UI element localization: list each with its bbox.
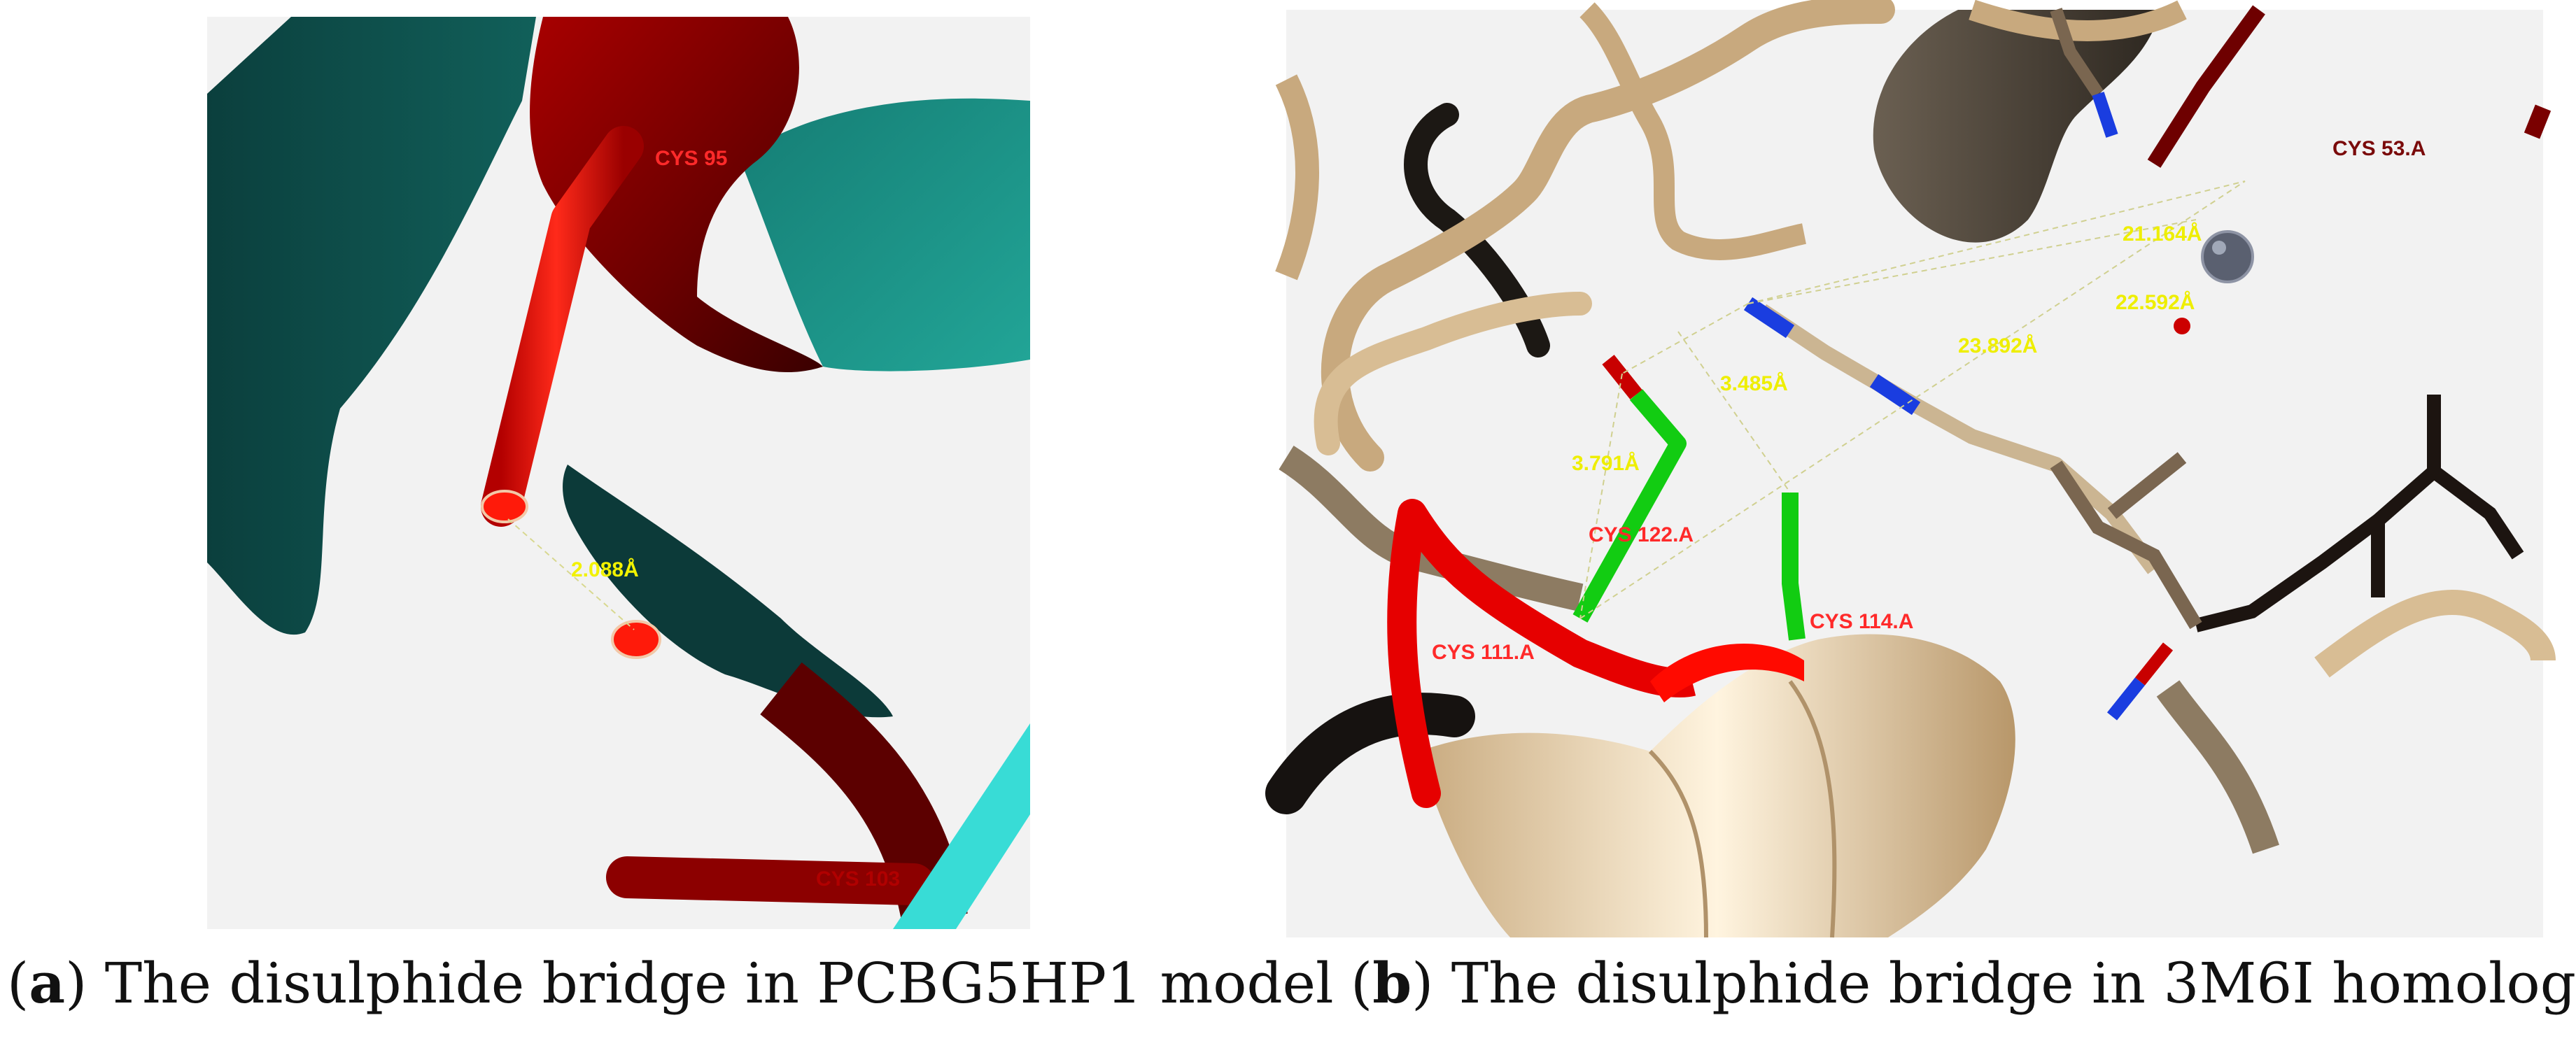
red-helix-band (1650, 644, 1804, 702)
distance-lines-b (1579, 180, 2246, 619)
caption-b-tag: b (1372, 950, 1412, 1016)
tan-coil-2 (1314, 292, 1592, 455)
teal-ribbon-middle (563, 465, 893, 718)
label-distance-21: 21.164Å (2123, 222, 2202, 246)
cys95-stick (481, 126, 644, 527)
label-distance-22: 22.592Å (2116, 291, 2195, 314)
caption-a-tag: a (29, 950, 66, 1016)
ligand-sticks (2194, 395, 2524, 632)
tan-coil-3 (1579, 2, 1807, 260)
label-cys-114: CYS 114.A (1810, 610, 1913, 633)
tan-coil-4 (1275, 74, 1319, 281)
panel-a-molecule-view: CYS 95 CYS 103 2.088Å (207, 17, 1030, 929)
tan-coil-1 (1321, 0, 1895, 472)
nitrogen-1 (1743, 297, 1795, 339)
panel-b-molecule-view: CYS 53.A 21.164Å 22.592Å 23.892Å 3.485Å … (1265, 0, 2556, 938)
panel-b-render: CYS 53.A 21.164Å 22.592Å 23.892Å 3.485Å … (1265, 0, 2556, 938)
label-cys-122: CYS 122.A (1589, 523, 1694, 546)
metal-ion-sphere (2201, 230, 2254, 283)
tan-coil-right (2314, 590, 2556, 678)
caption-b-text: The disulphide bridge in 3M6I homolog (1433, 951, 2576, 1016)
cys114-stick (1782, 493, 1806, 641)
cys53-stick (2147, 5, 2265, 168)
label-cys-111: CYS 111.A (1432, 641, 1535, 664)
label-distance-23: 23.892Å (1958, 334, 2037, 357)
panel-a-render: CYS 95 CYS 103 2.088Å (207, 17, 1030, 929)
teal-ribbon-left (207, 17, 536, 635)
label-distance-3485: 3.485Å (1720, 372, 1788, 395)
cys111-coil (1387, 499, 1441, 808)
caption-a-text: The disulphide bridge in PCBG5HP1 model (87, 951, 1334, 1016)
label-cys-95: CYS 95 (655, 147, 727, 170)
ligand-sticks-2 (2050, 452, 2202, 630)
tan-helix (1419, 634, 2015, 937)
cys103-tube-bottom (606, 856, 935, 905)
dark-helix (1873, 10, 2161, 243)
brown-tube-right (2156, 680, 2279, 854)
label-cys-53: CYS 53.A (2332, 137, 2426, 160)
caption-a: (a) The disulphide bridge in PCBG5HP1 mo… (7, 950, 1334, 1016)
label-distance-3791: 3.791Å (1572, 452, 1640, 475)
nitrogen-3 (2106, 677, 2146, 721)
label-distance-a: 2.088Å (571, 558, 639, 581)
nitrogen-top (2050, 8, 2104, 97)
distance-line-a (507, 518, 635, 630)
dark-tube-2 (1265, 693, 1475, 814)
tan-coil-top (1969, 0, 2187, 41)
oxygen-dot (2174, 318, 2190, 334)
teal-ribbon-right (739, 98, 1030, 371)
oxygen-stick (2134, 642, 2174, 686)
label-cys-103: CYS 103 (816, 868, 900, 891)
nitrogen-2 (1869, 374, 1921, 416)
red-helix-top (530, 17, 823, 373)
caption-b: (b) The disulphide bridge in 3M6I homolo… (1351, 950, 2576, 1016)
cys122-stick (1572, 389, 1687, 623)
dark-red-stick-edge (2524, 104, 2552, 139)
cyan-ribbon-corner (893, 723, 1030, 929)
